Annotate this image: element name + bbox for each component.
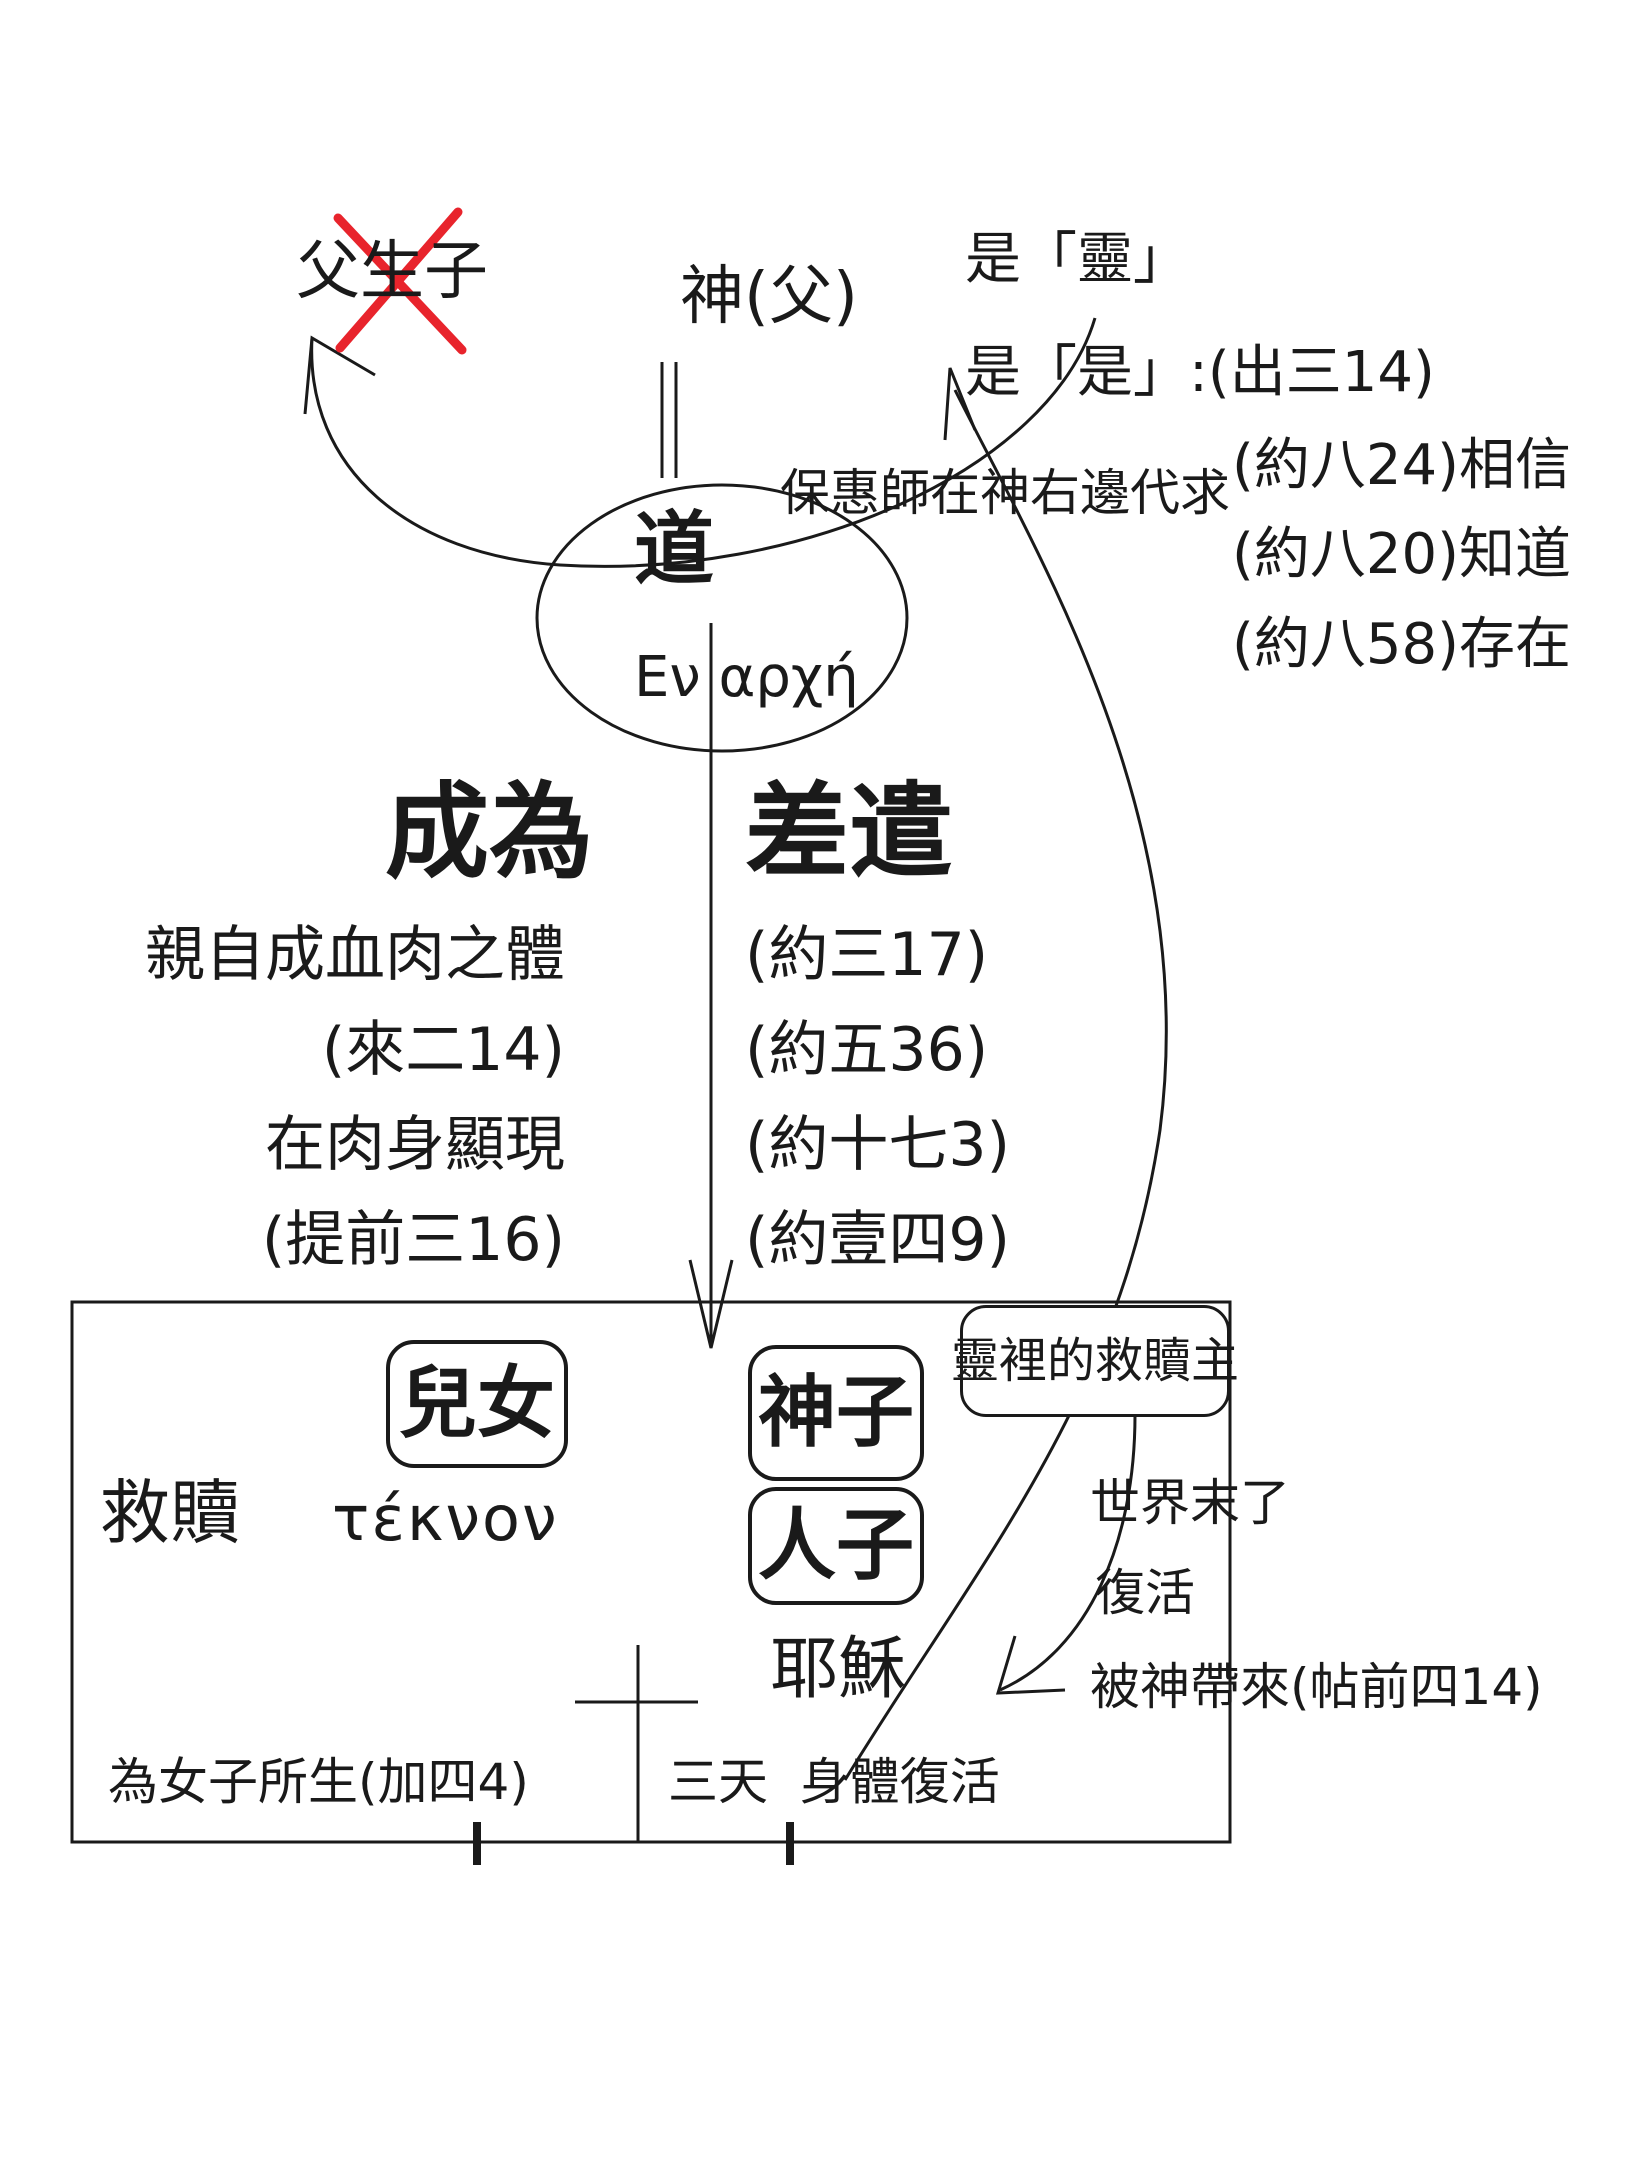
redemption-box xyxy=(70,1300,1232,1844)
became-heading: 成為 xyxy=(385,771,594,893)
spiritual-redeemer-box: 靈裡的救贖主 xyxy=(951,1305,1239,1417)
return-curve xyxy=(999,1414,1137,1692)
became-line: (來二14) xyxy=(321,1015,565,1085)
son-of-man-box: 人子 xyxy=(748,1487,924,1605)
sent-ref: (約十七3) xyxy=(745,1110,1010,1180)
return-arrowhead xyxy=(995,1635,1066,1695)
arc-to-father-head xyxy=(303,335,376,415)
became-line: 親自成血肉之體 xyxy=(145,920,565,990)
born-of-woman-label: 為女子所生(加四4) xyxy=(108,1753,529,1811)
arc-to-father xyxy=(310,317,1097,568)
god-father-label: 神(父) xyxy=(680,260,858,334)
word-label: 道 xyxy=(634,503,714,596)
arrow-to-is-head xyxy=(943,367,977,441)
word-ellipse xyxy=(535,483,909,753)
ascension-curve xyxy=(843,389,1168,1781)
john-ref-know: (約八20)知道 xyxy=(1232,522,1571,587)
end-note-world-end: 世界末了 xyxy=(1090,1474,1290,1532)
father-begets-son-text: 父生子 xyxy=(296,235,488,309)
red-cross-mark xyxy=(333,207,467,355)
bodily-resurrection-label: 三天 身體復活 xyxy=(668,1753,1000,1811)
redemption-label: 救贖 xyxy=(100,1472,240,1554)
end-note-brought-by-god: 被神帶來(帖前四14) xyxy=(1090,1658,1543,1716)
became-line: (提前三16) xyxy=(261,1205,565,1275)
teknon-label: τέκνον xyxy=(332,1482,559,1555)
sent-ref: (約壹四9) xyxy=(745,1205,1010,1275)
end-note-resurrection: 復活 xyxy=(1095,1564,1195,1622)
became-line: 在肉身顯現 xyxy=(265,1110,565,1180)
sent-ref: (約三17) xyxy=(745,920,989,990)
descent-arrowhead xyxy=(688,1259,734,1349)
children-box: 兒女 xyxy=(386,1340,568,1468)
jesus-label: 耶穌 xyxy=(770,1630,907,1709)
john-ref-believe: (約八24)相信 xyxy=(1232,433,1571,498)
intercession-label: 保惠師在神右邊代求 xyxy=(780,464,1230,522)
is-is-label: 是「是」:(出三14) xyxy=(965,340,1435,405)
sent-ref: (約五36) xyxy=(745,1015,989,1085)
son-of-god-box: 神子 xyxy=(748,1345,924,1481)
john-ref-exist: (約八58)存在 xyxy=(1232,612,1571,677)
is-spirit-label: 是「靈」 xyxy=(965,227,1189,292)
greek-en-arche: Εν αρχή xyxy=(634,645,859,710)
sent-heading: 差遣 xyxy=(745,771,954,893)
